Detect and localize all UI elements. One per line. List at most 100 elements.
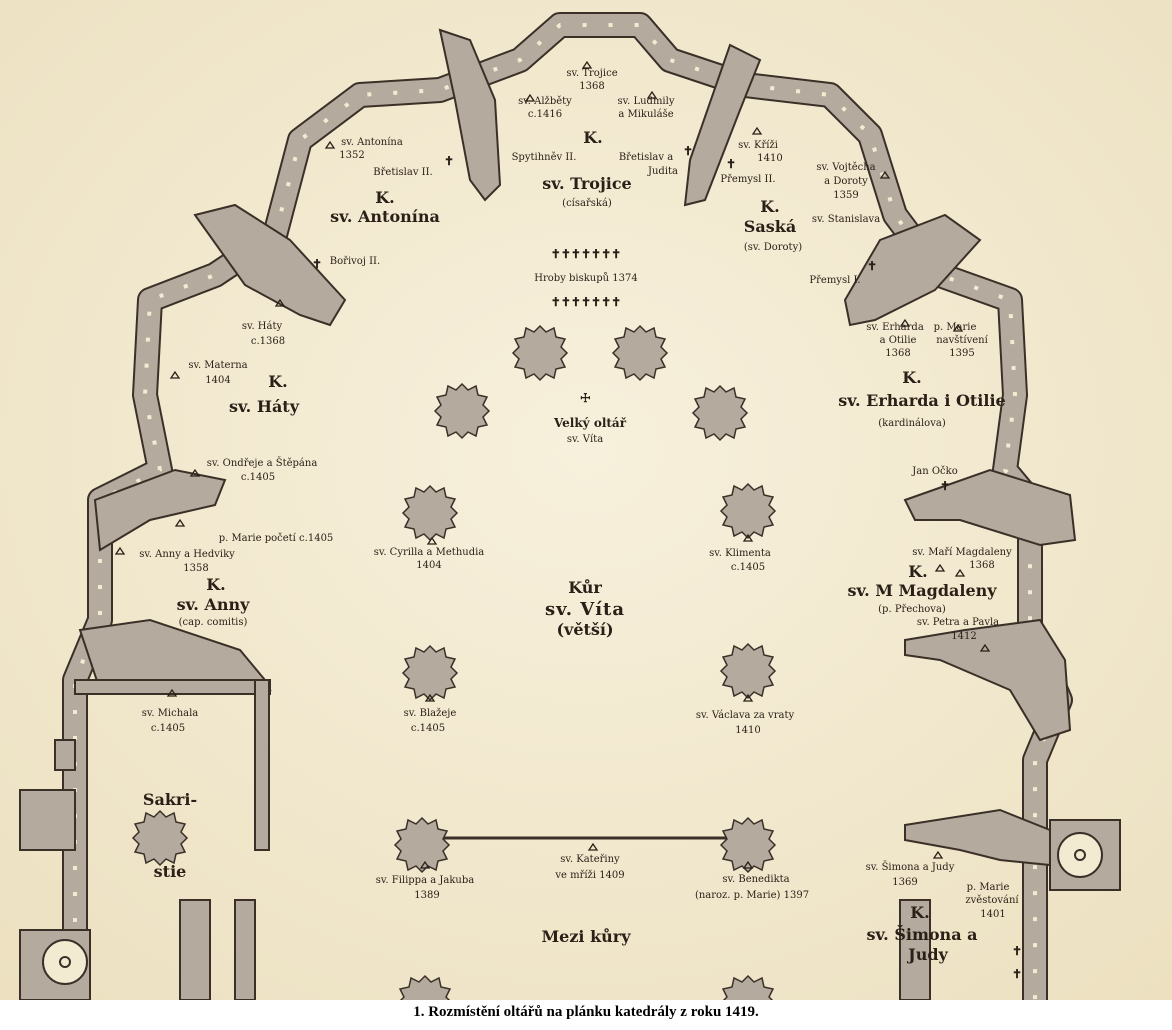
altar-label: sv. Háty — [242, 321, 283, 332]
altar-labels: sv. Trojice 1368 sv. Alžběty c.1416 sv. … — [139, 68, 1019, 920]
chapel-walls — [78, 28, 1077, 867]
altar-label: Velký oltář — [553, 416, 627, 430]
tomb-label: Přemysl II. — [720, 174, 775, 185]
altar-label: sv. Víta — [567, 434, 603, 445]
cross-icon: ✝ — [312, 257, 322, 271]
tomb-label: Spytihněv II. — [512, 152, 577, 163]
altar-label: a Mikuláše — [618, 109, 673, 120]
chapel-name: sv. Trojice — [542, 174, 631, 193]
chapel-name: sv. Antonína — [330, 207, 440, 226]
altar-label: p. Marie početí c.1405 — [219, 533, 334, 544]
altar-label: 1368 — [579, 81, 604, 92]
chapel-k: K. — [375, 188, 394, 207]
altar-label: 1404 — [205, 375, 230, 386]
chapel-k: K. — [583, 128, 602, 147]
sacristy-label: Sakri- — [143, 790, 197, 809]
area-labels: Kůr sv. Víta (větší) Sakri- stie Mezi ků… — [143, 577, 631, 946]
cross-icon: ✝ — [444, 154, 454, 168]
chapel-name: sv. Šimona a — [866, 924, 977, 944]
chapel-sub: (p. Přechova) — [878, 604, 946, 615]
tomb-label: Jan Očko — [911, 466, 957, 477]
chapel-name: sv. Háty — [229, 397, 300, 416]
choir-label: Kůr — [568, 577, 602, 597]
chapel-k: K. — [760, 197, 779, 216]
altar-label: 1395 — [949, 348, 974, 359]
altar-label: ve mříži 1409 — [554, 870, 624, 881]
figure-caption: 1. Rozmístění oltářů na plánku katedrály… — [413, 1004, 759, 1020]
altar-label: sv. Blažeje — [404, 708, 457, 719]
altar-label: sv. Trojice — [566, 68, 617, 79]
cross-icon: ✝ — [726, 157, 736, 171]
altar-label: sv. Šimona a Judy — [866, 861, 955, 873]
altar-label: 1412 — [951, 631, 976, 642]
cross-icon: ✝ — [1012, 944, 1022, 958]
altar-label: sv. Stanislava — [812, 214, 880, 225]
altar-label: c.1405 — [151, 723, 185, 734]
chapel-k: K. — [902, 368, 921, 387]
chapel-k: K. — [908, 562, 927, 581]
altar-label: 1368 — [969, 560, 994, 571]
tomb-label: Judita — [647, 166, 678, 177]
plan-drawing: ✝ ✝ ✝ ✝ ✝ ☩ ✝ ✝ ✝ K. sv. Trojice (císařs… — [0, 0, 1172, 1000]
altar-label: sv. Kříži — [738, 140, 778, 151]
bishops-tomb-crosses: ✝✝✝✝✝✝✝ — [551, 295, 621, 309]
altar-label: sv. Materna — [188, 360, 247, 371]
altar-label: sv. Klimenta — [709, 548, 771, 559]
bishops-tomb-label: Hroby biskupů 1374 — [534, 272, 637, 284]
altar-label: sv. Václava za vraty — [696, 710, 795, 721]
altar-label: (naroz. p. Marie) 1397 — [695, 890, 809, 901]
chapel-k: K. — [910, 903, 929, 922]
chapel-name: sv. Erharda i Otilie — [838, 391, 1005, 410]
altar-label: p. Marie — [967, 882, 1010, 893]
altar-label: sv. Antonína — [341, 137, 403, 148]
altar-label: sv. Vojtěcha — [816, 162, 875, 173]
altar-label: 1410 — [757, 153, 782, 164]
altar-label: zvěstování — [965, 895, 1019, 906]
bishops-tomb-crosses: ✝✝✝✝✝✝✝ — [551, 247, 621, 261]
altar-label: c.1405 — [411, 723, 445, 734]
chapel-sub: (kardinálova) — [878, 418, 946, 429]
altar-label: sv. Erharda — [866, 322, 924, 333]
chapel-k: K. — [206, 575, 225, 594]
chapel-sub: (sv. Doroty) — [744, 242, 802, 253]
cross-icon: ☩ — [580, 391, 591, 405]
chapel-name: Judy — [906, 945, 948, 964]
altar-label: 1401 — [980, 909, 1005, 920]
altar-label: 1352 — [339, 150, 364, 161]
chapel-labels: K. sv. Trojice (císařská) K. sv. Antonín… — [177, 128, 1006, 964]
altar-markers — [114, 60, 991, 869]
altar-label: 1359 — [833, 190, 858, 201]
altar-label: sv. Michala — [142, 708, 199, 719]
cross-icon: ✝ — [1012, 967, 1022, 981]
altar-label: sv. Ludmily — [618, 96, 675, 107]
altar-label: sv. Maří Magdaleny — [912, 547, 1012, 558]
chapel-name: Saská — [744, 217, 796, 236]
chapel-name: sv. M Magdaleny — [847, 581, 997, 600]
tomb-labels: ✝✝✝✝✝✝✝ Hroby biskupů 1374 ✝✝✝✝✝✝✝ Spyti… — [330, 152, 958, 477]
tomb-label: Břetislav II. — [373, 167, 432, 178]
tomb-label: Přemysl I. — [809, 275, 860, 286]
chapel-k: K. — [268, 372, 287, 391]
altar-label: sv. Petra a Pavla — [917, 617, 999, 628]
altar-label: 1368 — [885, 348, 910, 359]
choir-label: sv. Víta — [545, 599, 625, 620]
cross-icon: ✝ — [867, 259, 877, 273]
altar-label: sv. Benedikta — [722, 874, 789, 885]
altar-label: a Doroty — [824, 176, 868, 187]
tomb-crosses: ✝ ✝ ✝ ✝ ✝ ☩ ✝ ✝ ✝ — [312, 144, 1022, 981]
sacristy-label: stie — [154, 862, 187, 881]
tomb-label: Břetislav a — [619, 152, 673, 163]
altar-label: sv. Ondřeje a Štěpána — [207, 457, 318, 469]
altar-label: sv. Alžběty — [518, 96, 572, 107]
altar-label: p. Marie — [934, 322, 977, 333]
altar-label: sv. Anny a Hedviky — [139, 549, 235, 560]
altar-label: c.1405 — [731, 562, 765, 573]
altar-label: navštívení — [936, 335, 988, 346]
altar-label: 1358 — [183, 563, 208, 574]
cross-icon: ✝ — [683, 144, 693, 158]
chapel-sub: (cap. comitis) — [179, 617, 248, 628]
altar-label: 1369 — [892, 877, 917, 888]
altar-label: c.1368 — [251, 336, 285, 347]
cross-icon: ✝ — [940, 479, 950, 493]
altar-label: sv. Kateřiny — [560, 854, 620, 865]
